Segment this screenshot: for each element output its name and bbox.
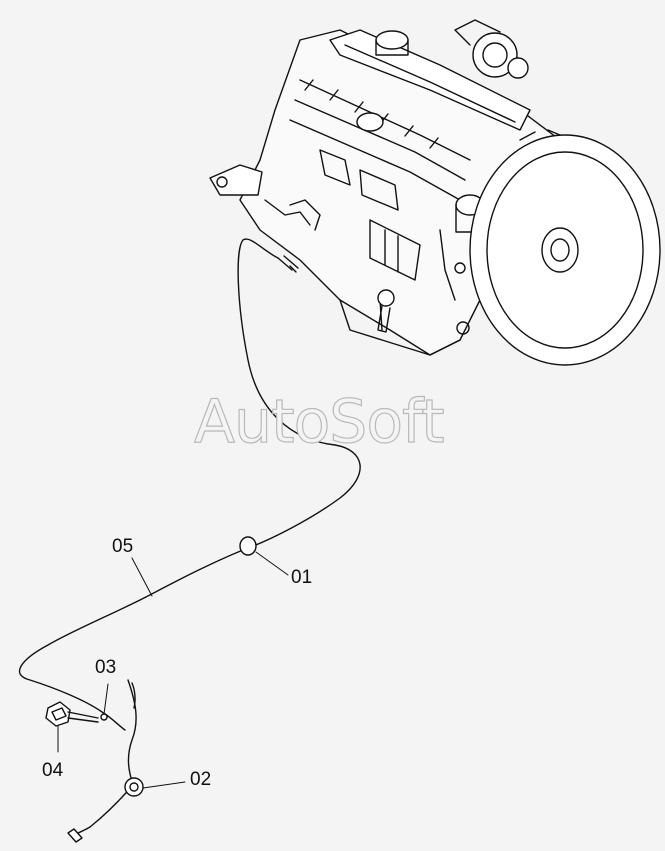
watermark-text: AutoSoft [193, 387, 445, 457]
callout-05[interactable]: 05 [112, 536, 134, 557]
grommet-02 [124, 777, 144, 797]
callout-01[interactable]: 01 [291, 567, 313, 588]
bolt-04 [45, 701, 99, 727]
callout-04[interactable]: 04 [42, 760, 64, 781]
harness-cable [18, 238, 361, 731]
callout-03[interactable]: 03 [95, 657, 117, 678]
grommet-01 [239, 536, 257, 556]
clamp-03 [100, 713, 108, 721]
engine-illustration [209, 19, 661, 366]
callout-02[interactable]: 02 [190, 769, 212, 790]
